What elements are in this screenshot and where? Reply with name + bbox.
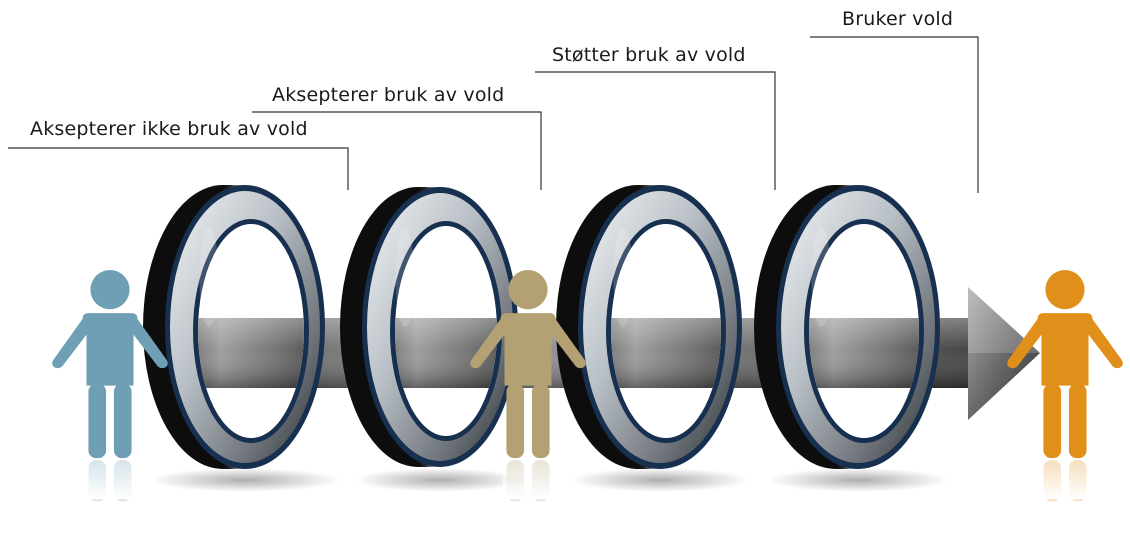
- leader-line-1: [8, 147, 349, 190]
- stage-label-1: Aksepterer ikke bruk av vold: [30, 118, 308, 140]
- person-start-icon: [52, 270, 168, 502]
- ring-3: [556, 185, 742, 469]
- stage-label-3: Støtter bruk av vold: [552, 44, 746, 66]
- person-end-icon: [1007, 270, 1123, 502]
- arrow-head: [968, 287, 1040, 420]
- stage-label-2: Aksepterer bruk av vold: [272, 84, 505, 106]
- ring-2: [340, 187, 518, 467]
- ground-shadows: [150, 468, 948, 492]
- ring-1: [143, 185, 325, 469]
- label-leader-lines: [8, 36, 979, 193]
- leader-line-2: [252, 111, 542, 190]
- leader-line-3: [535, 71, 776, 190]
- stage-label-4: Bruker vold: [842, 8, 954, 30]
- person-middle-icon: [470, 270, 586, 502]
- leader-line-4: [810, 36, 979, 193]
- ring-4: [754, 185, 940, 469]
